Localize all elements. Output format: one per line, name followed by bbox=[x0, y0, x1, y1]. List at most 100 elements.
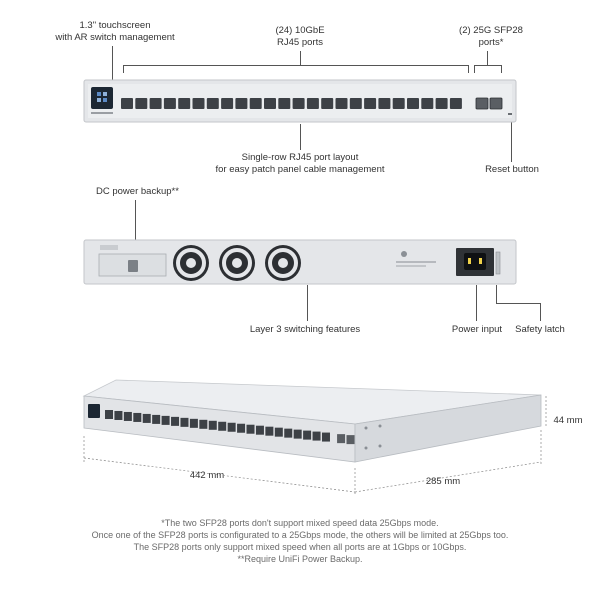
iso-rj45-port bbox=[199, 419, 208, 429]
fan-hub bbox=[278, 258, 288, 268]
touchscreen-label: 1.3" touchscreen with AR switch manageme… bbox=[55, 20, 175, 43]
iso-port-row bbox=[105, 410, 355, 445]
dc-leader bbox=[135, 200, 136, 240]
touchscreen-display[interactable] bbox=[91, 87, 113, 109]
rj45-bracket bbox=[123, 65, 469, 66]
sfp-ports-label: (2) 25G SFP28 ports* bbox=[459, 25, 523, 48]
width-dimension: 442 mm bbox=[189, 470, 225, 481]
fan-row bbox=[173, 245, 301, 281]
certification-marks bbox=[396, 261, 436, 263]
rj45-port[interactable] bbox=[349, 98, 362, 109]
rj45-bracket-left bbox=[123, 65, 124, 73]
iso-rj45-port bbox=[312, 431, 321, 441]
rj45-port-row bbox=[121, 98, 462, 109]
iso-rj45-port bbox=[265, 426, 274, 436]
rj45-port[interactable] bbox=[378, 98, 391, 109]
iso-rj45-port bbox=[180, 417, 189, 427]
fan-hub bbox=[232, 258, 242, 268]
iso-screw-2 bbox=[364, 446, 368, 450]
reset-leader bbox=[511, 120, 512, 162]
iso-rj45-port bbox=[161, 415, 170, 425]
fan-ring bbox=[222, 248, 252, 278]
rj45-port[interactable] bbox=[421, 98, 434, 109]
screen-icon-2 bbox=[103, 92, 107, 96]
iso-rj45-port bbox=[208, 420, 217, 430]
rj45-port[interactable] bbox=[178, 98, 191, 109]
iso-screw-3 bbox=[378, 424, 382, 428]
sfp-bracket-left bbox=[474, 65, 475, 73]
iso-rj45-port bbox=[142, 413, 151, 423]
iec-inlet bbox=[464, 253, 486, 270]
iso-rj45-port bbox=[227, 422, 236, 432]
rj45-port[interactable] bbox=[449, 98, 462, 109]
rj45-port[interactable] bbox=[407, 98, 419, 109]
rj45-port[interactable] bbox=[206, 98, 219, 109]
iso-rj45-port bbox=[293, 429, 302, 439]
iso-rj45-port bbox=[284, 428, 293, 438]
sfp28-port[interactable] bbox=[489, 97, 503, 110]
iso-side-face bbox=[354, 394, 542, 463]
iso-rj45-port bbox=[237, 423, 246, 433]
iso-touchscreen bbox=[88, 404, 100, 418]
rj45-port[interactable] bbox=[163, 98, 176, 109]
power-input-label: Power input bbox=[451, 324, 503, 335]
dc-label-sticker bbox=[100, 245, 118, 250]
iso-rj45-port bbox=[246, 424, 255, 434]
footnote-1: *The two SFP28 ports don't support mixed… bbox=[161, 518, 439, 528]
depth-dim-line bbox=[354, 461, 542, 493]
dc-power-label: DC power backup** bbox=[96, 186, 179, 197]
inlet-pin-r bbox=[479, 258, 482, 264]
rj45-port[interactable] bbox=[235, 98, 248, 109]
iso-rj45-port bbox=[152, 414, 161, 424]
iso-rj45-port bbox=[105, 410, 113, 419]
latch-leader-h bbox=[496, 303, 541, 304]
sfp-leader bbox=[487, 51, 488, 65]
rj45-port[interactable] bbox=[221, 98, 234, 109]
rj45-port[interactable] bbox=[135, 98, 148, 109]
model-label bbox=[91, 112, 113, 114]
rj45-port[interactable] bbox=[292, 98, 305, 109]
iso-screw-1 bbox=[364, 426, 368, 430]
iso-rj45-port bbox=[133, 412, 142, 422]
fan-hub bbox=[186, 258, 196, 268]
layer3-label: Layer 3 switching features bbox=[249, 324, 361, 335]
rj45-port[interactable] bbox=[306, 98, 319, 109]
rj45-port[interactable] bbox=[264, 98, 276, 109]
dc-connector bbox=[128, 260, 138, 272]
rj45-leader bbox=[300, 51, 301, 65]
rj45-port[interactable] bbox=[364, 98, 377, 109]
rj45-port[interactable] bbox=[335, 98, 348, 109]
sfp28-port[interactable] bbox=[475, 97, 489, 110]
iso-rj45-port bbox=[303, 430, 312, 440]
fan-ring bbox=[176, 248, 206, 278]
rj45-port[interactable] bbox=[249, 98, 262, 109]
reset-button[interactable] bbox=[508, 113, 512, 115]
power-leader bbox=[476, 285, 477, 321]
rj45-port[interactable] bbox=[192, 98, 205, 109]
footnote-2: Once one of the SFP28 ports is configura… bbox=[91, 530, 509, 540]
sfp-port-row bbox=[475, 97, 503, 110]
footnote-4: **Require UniFi Power Backup. bbox=[237, 554, 363, 564]
width-dim-line bbox=[83, 457, 356, 493]
rj45-bracket-right bbox=[468, 65, 469, 73]
iso-rj45-port bbox=[171, 416, 180, 426]
rj45-port[interactable] bbox=[321, 98, 334, 109]
iso-rj45-port bbox=[321, 432, 330, 442]
rj45-port[interactable] bbox=[435, 98, 448, 109]
layout-leader bbox=[300, 124, 301, 150]
iso-screw-4 bbox=[378, 444, 382, 448]
rj45-port[interactable] bbox=[392, 98, 405, 109]
rj45-ports-label: (24) 10GbE RJ45 ports bbox=[275, 25, 325, 48]
iso-rj45-port bbox=[189, 418, 198, 428]
rj45-port[interactable] bbox=[121, 98, 133, 109]
rj45-port[interactable] bbox=[278, 98, 291, 109]
rj45-port[interactable] bbox=[149, 98, 162, 109]
ubiquiti-logo-icon bbox=[401, 251, 407, 257]
iso-sfp-port bbox=[346, 435, 355, 445]
safety-latch-label: Safety latch bbox=[515, 324, 565, 335]
touchscreen-leader bbox=[112, 46, 113, 82]
safety-latch[interactable] bbox=[495, 251, 501, 275]
sfp-bracket-right bbox=[501, 65, 502, 73]
